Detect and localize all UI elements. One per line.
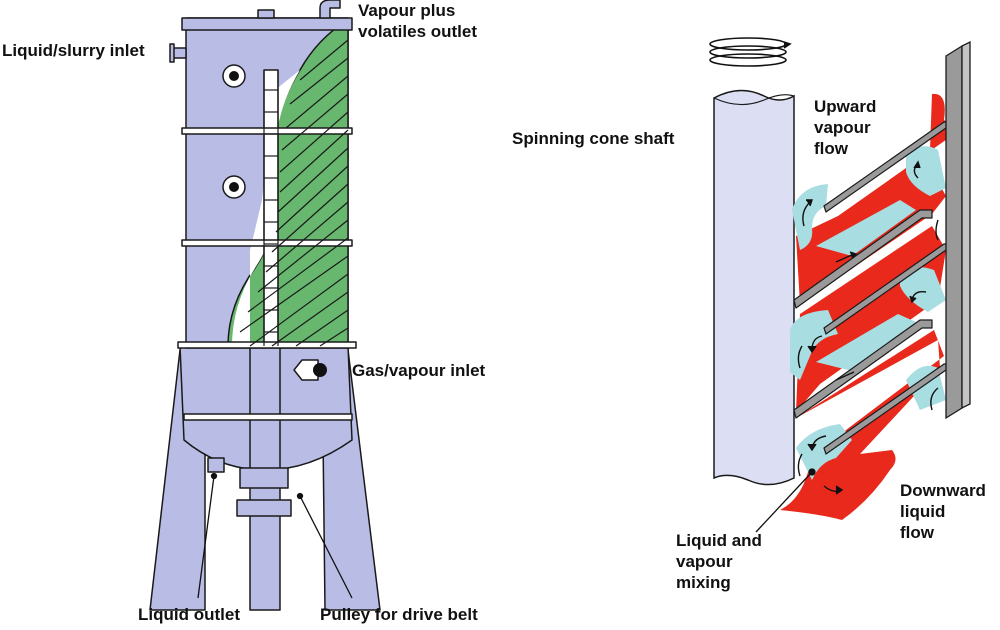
pulley-wheel — [236, 499, 292, 517]
mixing-leader — [755, 468, 816, 533]
label-liquid-inlet: Liquid/slurry inlet — [2, 41, 145, 60]
label-gas-inlet: Gas/vapour inlet — [352, 361, 486, 380]
label-downward-line2: liquid — [900, 502, 945, 521]
flange-band-3 — [177, 341, 357, 349]
rotating-cone-stripes — [239, 39, 349, 347]
liquid-inlet-flange — [169, 43, 175, 63]
label-downward-line3: flow — [900, 523, 935, 542]
rotating-cone-plates — [793, 209, 933, 419]
vapour-outlet-pipe — [319, 0, 341, 19]
labels: Liquid/slurry inlet Vapour plus volatile… — [2, 1, 986, 624]
liquid-outlet-nozzle — [207, 457, 225, 473]
label-shaft: Spinning cone shaft — [512, 129, 675, 148]
column-wall — [945, 40, 971, 420]
top-nozzle — [257, 9, 275, 19]
label-upward-line2: vapour — [814, 118, 871, 137]
stationary-cone-ticks — [263, 70, 279, 346]
top-flange — [181, 17, 353, 31]
detail-view — [709, 37, 971, 533]
column-apparatus — [149, 0, 381, 611]
label-mixing-line2: vapour — [676, 552, 733, 571]
label-downward-line1: Downward — [900, 481, 986, 500]
rotation-arrow-icon — [709, 37, 792, 67]
label-vapour-outlet-line1: Vapour plus — [358, 1, 455, 20]
flange-band-2 — [181, 239, 353, 247]
label-upward-line3: flow — [814, 139, 849, 158]
flow-arrows — [797, 160, 939, 495]
label-upward-line1: Upward — [814, 97, 876, 116]
label-vapour-outlet-line2: volatiles outlet — [358, 22, 477, 41]
pulley-block — [239, 467, 289, 489]
label-mixing-line1: Liquid and — [676, 531, 762, 550]
label-liquid-outlet: Liquid outlet — [138, 605, 240, 624]
label-mixing-line3: mixing — [676, 573, 731, 592]
spinning-cone-shaft — [713, 89, 795, 486]
label-pulley: Pulley for drive belt — [320, 605, 478, 624]
left-leader-lines — [197, 472, 353, 599]
flange-band-4 — [183, 413, 353, 421]
